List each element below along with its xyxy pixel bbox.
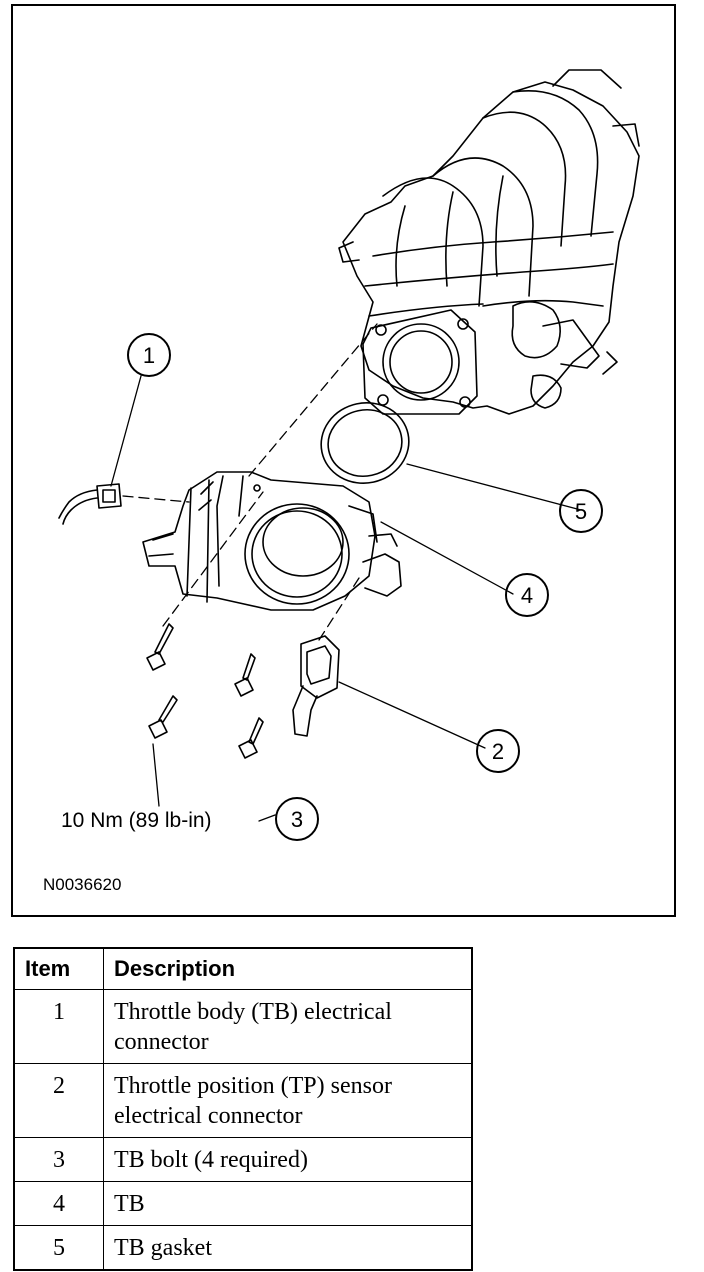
throttle-body (142, 471, 402, 611)
throttle-body-diagram: 1 2 3 4 5 10 Nm (89 lb-in) N0036620 (43, 69, 640, 894)
table-header-row: Item Description (13, 947, 473, 990)
item-number: 1 (13, 989, 104, 1064)
callout-1-circle (127, 333, 171, 377)
alignment-lines (122, 323, 378, 641)
tp-sensor-electrical-connector (292, 635, 340, 737)
leader-lines (110, 375, 582, 822)
table-row: 3 TB bolt (4 required) (13, 1137, 473, 1182)
item-number: 2 (13, 1063, 104, 1138)
callout-1-label: 1 (143, 343, 155, 368)
table-row: 1 Throttle body (TB) electrical connecto… (13, 989, 473, 1064)
figure-id: N0036620 (43, 875, 121, 894)
item-description: TB gasket (103, 1225, 473, 1271)
tb-bolt (234, 653, 256, 697)
item-description: Throttle body (TB) electrical connector (103, 989, 473, 1064)
tb-gasket (320, 402, 410, 484)
intake-manifold (338, 69, 640, 415)
item-description: TB bolt (4 required) (103, 1137, 473, 1182)
table-row: 5 TB gasket (13, 1225, 473, 1271)
callout-2-label: 2 (492, 739, 504, 764)
tb-bolt (238, 717, 264, 759)
callout-3-label: 3 (291, 807, 303, 832)
torque-spec: 10 Nm (89 lb-in) (61, 809, 212, 832)
item-description: TB (103, 1181, 473, 1226)
tb-bolt (146, 623, 174, 671)
item-description: Throttle position (TP) sensor electrical… (103, 1063, 473, 1138)
callout-3-circle (275, 797, 319, 841)
table-row: 4 TB (13, 1181, 473, 1226)
item-number: 5 (13, 1225, 104, 1271)
exploded-view-figure: 1 2 3 4 5 10 Nm (89 lb-in) N0036620 (11, 4, 676, 917)
tb-electrical-connector (58, 483, 122, 525)
description-column-header: Description (103, 947, 473, 990)
item-description-table: Item Description 1 Throttle body (TB) el… (13, 947, 473, 1271)
callout-5-label: 5 (575, 499, 587, 524)
callout-5-circle (559, 489, 603, 533)
callout-4-label: 4 (521, 583, 533, 608)
item-column-header: Item (13, 947, 104, 990)
item-number: 3 (13, 1137, 104, 1182)
table-row: 2 Throttle position (TP) sensor electric… (13, 1063, 473, 1138)
callout-2-circle (476, 729, 520, 773)
tb-bolt (148, 695, 178, 739)
item-number: 4 (13, 1181, 104, 1226)
callout-4-circle (505, 573, 549, 617)
